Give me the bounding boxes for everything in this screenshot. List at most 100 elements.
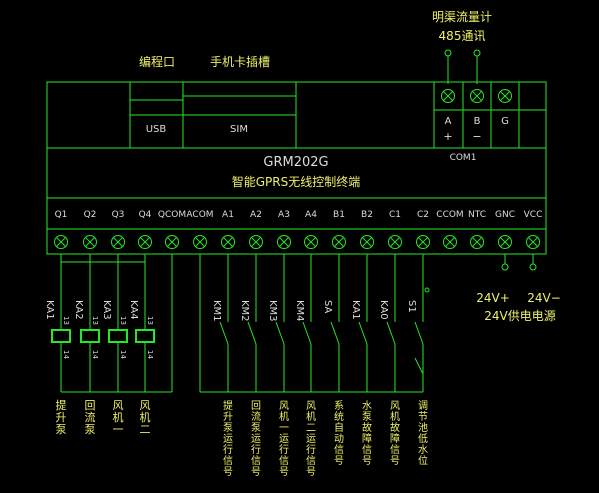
com-terminal-screw [441, 89, 455, 103]
terminal-screw-q4-backslash [140, 237, 150, 247]
terminal-label-a2: A2 [250, 210, 262, 220]
terminal-screw-row [54, 235, 540, 249]
relay-label: 风机一 [113, 399, 124, 436]
terminal-screw-a2-ring [249, 235, 263, 249]
terminal-screw-b2 [360, 235, 374, 249]
com-pin-a-sign: + [443, 130, 452, 143]
terminal-screw-ccom-ring [443, 235, 457, 249]
input-label-char: 统 [334, 410, 344, 423]
input-label-char: 信 [362, 444, 372, 456]
terminal-screw-vcc [526, 235, 540, 249]
relay-label-char: 一 [113, 423, 124, 436]
controller-module [46, 81, 547, 255]
terminal-screw-a1 [221, 235, 235, 249]
terminal-screw-a3-ring [277, 235, 291, 249]
input-label-char: 号 [279, 466, 289, 478]
terminal-label-c2: C2 [417, 210, 429, 220]
terminal-screw-q3 [111, 235, 125, 249]
terminal-screw-a1-backslash [223, 237, 233, 247]
input-label-char: 池 [418, 421, 428, 434]
terminal-screw-b2-backslash [362, 237, 372, 247]
terminal-screw-a4 [304, 235, 318, 249]
input-label-char: 信 [334, 444, 344, 456]
terminal-label-acom: ACOM [186, 210, 213, 220]
input-label-char: 信 [390, 444, 400, 456]
com-terminal-screw-ring [470, 89, 484, 103]
terminal-label-vcc: VCC [524, 210, 543, 220]
input-label-char: 号 [390, 455, 400, 467]
terminal-label-gnc: GNC [495, 210, 515, 220]
input-contact [219, 321, 229, 345]
terminal-label-c1: C1 [389, 210, 401, 220]
terminal-screw-q2-ring [83, 235, 97, 249]
relay-pin-top: 13 [119, 316, 127, 325]
terminal-screw-c2-backslash [418, 237, 428, 247]
terminal-screw-b2-ring [360, 235, 374, 249]
terminal-screw-a4-backslash [306, 237, 316, 247]
power-minus-label: 24V− [527, 291, 561, 305]
terminal-screw-q4-ring [138, 235, 152, 249]
terminal-label-a1: A1 [222, 210, 234, 220]
input-label-char: 回 [251, 400, 261, 412]
terminal-screw-gnc [498, 235, 512, 249]
input-label-char: 运 [251, 433, 261, 445]
programming-port-label: 编程口 [139, 54, 175, 69]
terminal-screw-q1-ring [54, 235, 68, 249]
terminal-screw-ccom [443, 235, 457, 249]
relay-label: 回流泵 [85, 399, 96, 436]
input-label-char: 一 [279, 423, 289, 434]
flowmeter-lead-a-end [444, 49, 452, 57]
input-label-char: 水 [362, 400, 372, 412]
terminal-screw-acom [193, 235, 207, 249]
terminal-screw-c1-backslash [390, 237, 400, 247]
input-label-char: 行 [306, 443, 316, 456]
s1-second-contact [414, 357, 424, 375]
com-terminal-screw-ring [498, 89, 512, 103]
com-terminal-screw-backslash [443, 91, 453, 101]
input-label-char: 运 [279, 433, 289, 445]
input-label-char: 升 [223, 411, 233, 423]
input-contact [275, 321, 285, 345]
terminal-screw-q2 [83, 235, 97, 249]
input-label-char: 行 [251, 443, 261, 456]
usb-port-label: USB [146, 124, 167, 135]
input-label-char: 风 [306, 400, 316, 412]
terminal-label-a4: A4 [305, 210, 317, 220]
terminal-label-ntc: NTC [468, 210, 486, 220]
com-terminal-screw-ring [441, 89, 455, 103]
terminal-screw-ccom-backslash [445, 237, 455, 247]
terminal-screw-ntc-backslash [472, 237, 482, 247]
input-label-char: 调 [418, 400, 428, 412]
com-terminal-screw [470, 89, 484, 103]
com-pin-b-sign: − [472, 130, 481, 143]
terminal-screw-b1-backslash [334, 237, 344, 247]
input-contact [386, 321, 396, 345]
relay-label-char: 提 [56, 399, 67, 412]
relay-label-char: 泵 [56, 423, 67, 436]
terminal-label-q4: Q4 [139, 210, 152, 220]
terminal-screw-c1-ring [388, 235, 402, 249]
input-label-char: 系 [334, 400, 344, 412]
input-contact [414, 321, 424, 345]
relay-label-char: 升 [56, 411, 67, 424]
relay-name: KA4 [128, 300, 139, 320]
input-label-char: 运 [223, 433, 233, 445]
terminal-screw-a3-backslash [279, 237, 289, 247]
input-label-char: 信 [251, 455, 261, 467]
terminal-screw-qcom [165, 235, 179, 249]
model-name: GRM202G [263, 155, 328, 170]
input-label-char: 动 [334, 433, 344, 445]
terminal-screw-c2-ring [416, 235, 430, 249]
rs485-label: 485通讯 [439, 29, 486, 43]
terminal-label-ccom: CCOM [436, 210, 463, 220]
input-label-char: 泵 [362, 411, 372, 423]
terminal-screw-b1 [332, 235, 346, 249]
relay-pin-bottom: 14 [146, 350, 154, 359]
terminal-screw-b1-ring [332, 235, 346, 249]
terminal-screw-a1-ring [221, 235, 235, 249]
terminal-screw-gnc-backslash [500, 237, 510, 247]
com-pin-a-label: A [445, 116, 452, 127]
